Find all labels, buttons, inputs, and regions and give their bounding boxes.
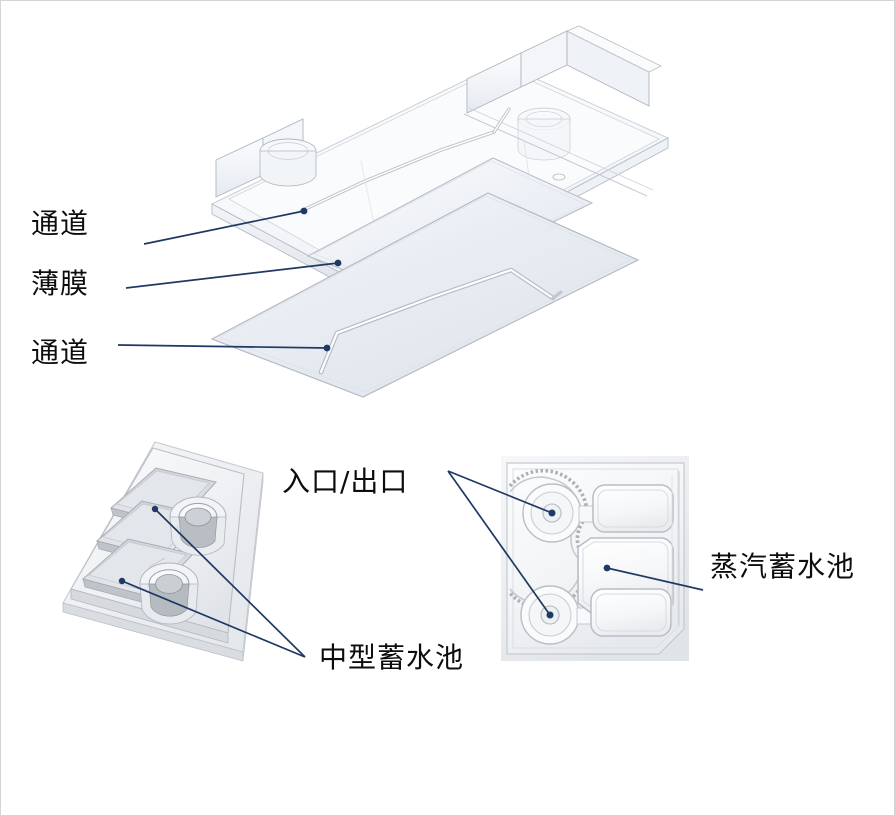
leader-dot-medium-a (151, 505, 159, 513)
label-channel-bottom: 通道 (31, 336, 90, 369)
leader-inlet-outlet-a (447, 470, 553, 514)
plan-reservoir-view (501, 456, 689, 661)
label-channel-top: 通道 (31, 207, 90, 240)
leader-medium-reservoir-a (154, 508, 306, 658)
leader-dot-membrane (334, 259, 342, 267)
leader-inlet-outlet-b (447, 470, 551, 616)
leader-dot-channel-top (300, 207, 308, 215)
exploded-assembly-view (210, 25, 670, 398)
label-membrane: 薄膜 (31, 267, 90, 300)
label-vapor-reservoir: 蒸汽蓄水池 (710, 550, 856, 583)
isometric-reservoir-view (62, 441, 264, 662)
leader-dot-inlet-a (548, 509, 556, 517)
leader-channel-bottom (117, 344, 328, 349)
leader-vapor-reservoir (606, 567, 704, 591)
leader-dot-inlet-b (546, 611, 554, 619)
leader-lines (117, 207, 704, 658)
leader-channel-top (143, 210, 305, 245)
part-bottom-channel-plate (210, 192, 640, 398)
leader-dot-medium-b (118, 577, 126, 585)
leader-medium-reservoir-b (121, 580, 306, 658)
label-medium-reservoir: 中型蓄水池 (319, 641, 465, 674)
leader-dot-vapor (603, 564, 611, 572)
leader-dot-channel-bottom (323, 344, 331, 352)
leader-membrane (125, 262, 339, 289)
label-inlet-outlet: 入口/出口 (282, 465, 409, 498)
